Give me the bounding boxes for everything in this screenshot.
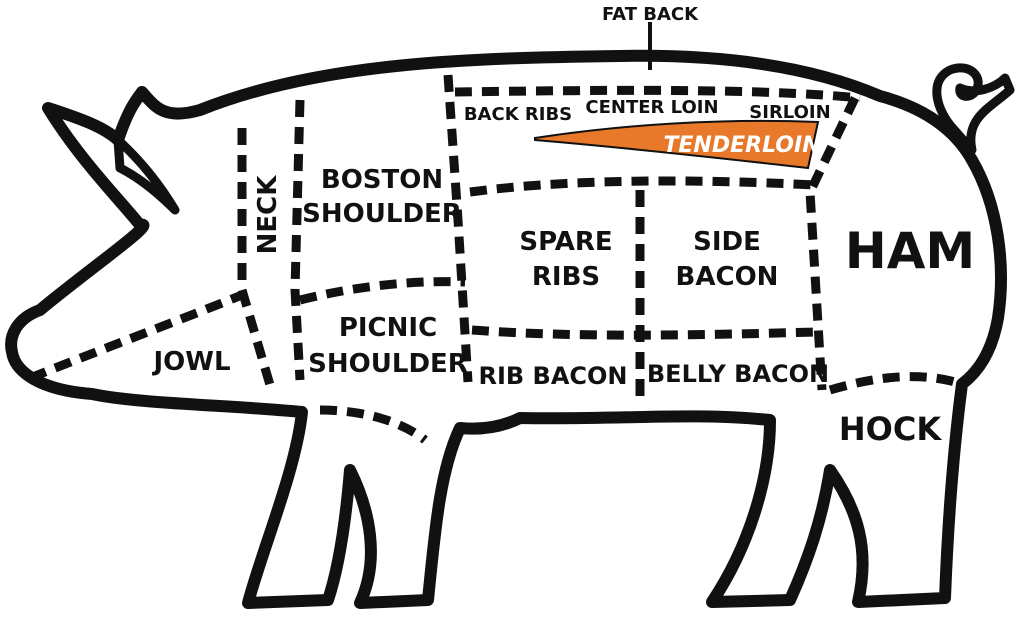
- label-center-loin: CENTER LOIN: [585, 97, 718, 118]
- label-side-bacon-2: BACON: [676, 262, 779, 292]
- label-ham: HAM: [845, 222, 975, 280]
- label-boston-shoulder-1: BOSTON: [321, 165, 443, 195]
- cut-lines: [28, 22, 964, 444]
- tenderloin-shape: [534, 119, 820, 170]
- label-back-ribs: BACK RIBS: [464, 104, 572, 125]
- label-spare-ribs-2: RIBS: [532, 262, 600, 292]
- label-fat-back: FAT BACK: [602, 4, 699, 25]
- label-neck: NECK: [253, 175, 283, 255]
- label-spare-ribs-1: SPARE: [519, 227, 612, 257]
- ear-inner: [113, 135, 180, 215]
- tail: [932, 63, 1015, 155]
- label-picnic-shoulder-1: PICNIC: [339, 313, 437, 343]
- label-rib-bacon: RIB BACON: [478, 362, 627, 390]
- label-side-bacon-1: SIDE: [693, 227, 761, 257]
- label-belly-bacon: BELLY BACON: [647, 360, 829, 388]
- label-picnic-shoulder-2: SHOULDER: [308, 349, 468, 379]
- label-hock: HOCK: [839, 410, 942, 448]
- label-jowl: JOWL: [151, 347, 230, 377]
- label-tenderloin: TENDERLOIN: [663, 133, 820, 158]
- label-sirloin: SIRLOIN: [749, 102, 830, 123]
- label-boston-shoulder-2: SHOULDER: [302, 199, 462, 229]
